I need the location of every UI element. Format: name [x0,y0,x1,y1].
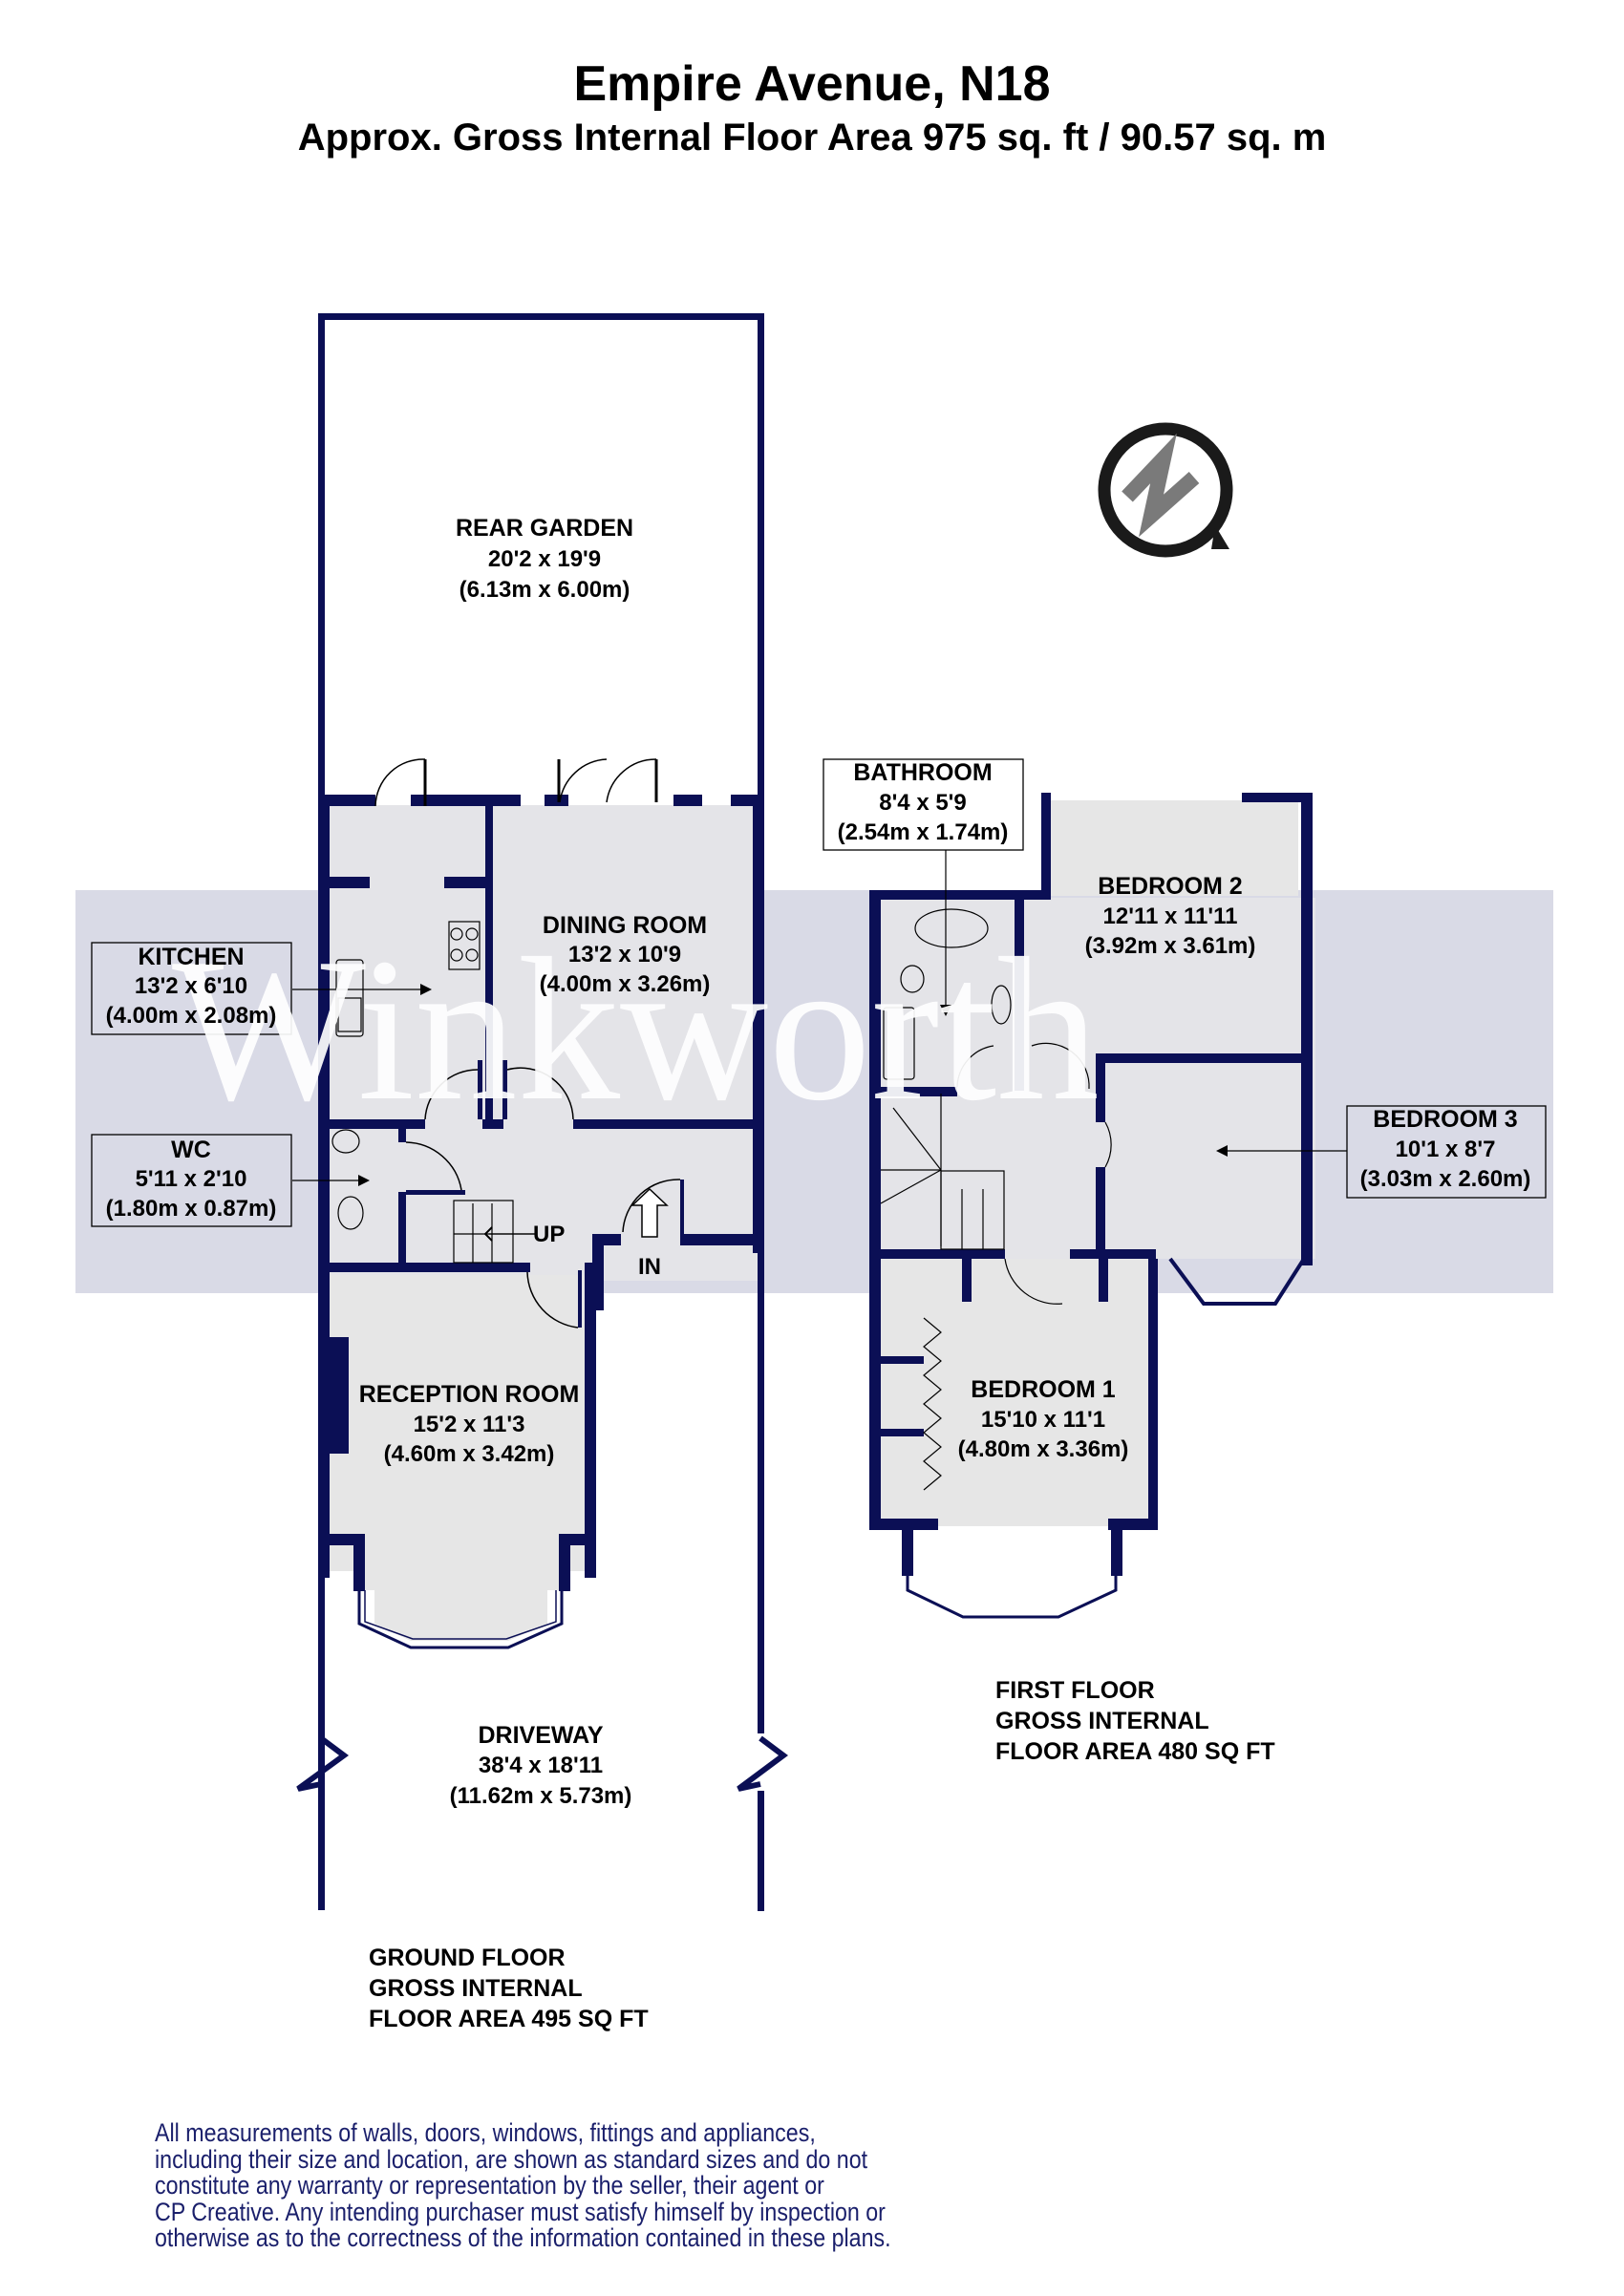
svg-text:13'2 x 6'10: 13'2 x 6'10 [135,973,247,999]
svg-text:BATHROOM: BATHROOM [853,759,992,786]
room-label-bedroom-3: BEDROOM 3 10'1 x 8'7 (3.03m x 2.60m) [1360,1106,1531,1192]
first-floor-plan [823,758,1547,1619]
wc-label-box [91,1134,292,1227]
page-title: Empire Avenue, N18 [573,56,1051,112]
disclaimer: All measurements of walls, doors, window… [155,2118,891,2252]
svg-text:(3.03m x 2.60m): (3.03m x 2.60m) [1360,1166,1531,1192]
svg-text:WC: WC [171,1137,211,1163]
room-label-reception-room: RECEPTION ROOM 15'2 x 11'3 (4.60m x 3.42… [359,1381,580,1467]
svg-text:5'11 x 2'10: 5'11 x 2'10 [136,1166,247,1192]
svg-text:BEDROOM 1: BEDROOM 1 [971,1376,1116,1403]
room-label-bathroom: BATHROOM 8'4 x 5'9 (2.54m x 1.74m) [838,759,1009,845]
svg-text:KITCHEN: KITCHEN [138,944,244,970]
svg-text:DINING ROOM: DINING ROOM [543,912,707,939]
svg-text:(1.80m x 0.87m): (1.80m x 0.87m) [106,1196,277,1222]
svg-text:(4.60m x 3.42m): (4.60m x 3.42m) [384,1441,555,1467]
svg-text:20'2 x 19'9: 20'2 x 19'9 [488,546,601,572]
room-label-bedroom-2: BEDROOM 2 12'11 x 11'11 (3.92m x 3.61m) [1085,873,1256,959]
bathroom-label-box [823,758,1024,851]
svg-text:(11.62m x 5.73m): (11.62m x 5.73m) [450,1783,632,1809]
svg-text:DRIVEWAY: DRIVEWAY [478,1722,603,1749]
room-label-wc: WC 5'11 x 2'10 (1.80m x 0.87m) [106,1137,277,1222]
floor-area-subtitle: Approx. Gross Internal Floor Area 975 sq… [297,117,1327,159]
ground-floor-plan [91,313,789,1911]
svg-text:BEDROOM 3: BEDROOM 3 [1373,1106,1517,1133]
svg-text:15'2 x 11'3: 15'2 x 11'3 [414,1412,525,1437]
compass-icon [1098,422,1233,558]
svg-text:REAR GARDEN: REAR GARDEN [456,515,633,542]
svg-text:RECEPTION ROOM: RECEPTION ROOM [359,1381,580,1408]
svg-text:(3.92m x 3.61m): (3.92m x 3.61m) [1085,933,1256,959]
stairs-up-label: UP [533,1222,565,1247]
room-label-kitchen: KITCHEN 13'2 x 6'10 (4.00m x 2.08m) [106,944,277,1029]
ground-floor-summary: GROUND FLOOR GROSS INTERNAL FLOOR AREA 4… [369,1945,649,2032]
bedroom-3-label-box [1346,1105,1547,1199]
watermark-text: Winkworth [172,915,1100,1143]
room-label-dining-room: DINING ROOM 13'2 x 10'9 (4.00m x 3.26m) [540,912,711,997]
svg-text:(6.13m x 6.00m): (6.13m x 6.00m) [459,577,630,603]
svg-text:(4.00m x 3.26m): (4.00m x 3.26m) [540,971,711,997]
svg-text:12'11 x 11'11: 12'11 x 11'11 [1103,904,1238,929]
room-label-driveway: DRIVEWAY 38'4 x 18'11 (11.62m x 5.73m) [450,1722,632,1809]
svg-text:8'4 x 5'9: 8'4 x 5'9 [879,790,967,816]
svg-text:BEDROOM 2: BEDROOM 2 [1098,873,1242,900]
first-floor-summary: FIRST FLOOR GROSS INTERNAL FLOOR AREA 48… [995,1677,1275,1765]
svg-text:(4.80m x 3.36m): (4.80m x 3.36m) [958,1436,1129,1462]
svg-text:10'1 x 8'7: 10'1 x 8'7 [1396,1137,1496,1162]
kitchen-label-box [91,942,292,1035]
room-label-rear-garden: REAR GARDEN 20'2 x 19'9 (6.13m x 6.00m) [456,515,633,603]
svg-text:(4.00m x 2.08m): (4.00m x 2.08m) [106,1003,277,1029]
svg-text:13'2 x 10'9: 13'2 x 10'9 [568,942,681,967]
svg-text:38'4 x 18'11: 38'4 x 18'11 [479,1753,603,1778]
entrance-label: IN [638,1254,661,1280]
svg-text:15'10 x 11'1: 15'10 x 11'1 [981,1407,1105,1433]
room-label-bedroom-1: BEDROOM 1 15'10 x 11'1 (4.80m x 3.36m) [958,1376,1129,1462]
svg-text:(2.54m x 1.74m): (2.54m x 1.74m) [838,819,1009,845]
